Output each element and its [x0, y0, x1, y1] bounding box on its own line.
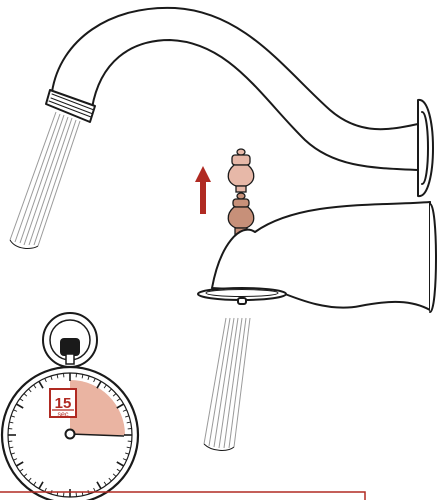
timer-tick: [116, 468, 121, 472]
timer-hand: [69, 433, 125, 437]
timer-tick: [126, 421, 131, 424]
timer-value: 15: [55, 395, 72, 412]
timer-tick: [9, 446, 14, 449]
stopwatch-icon: 15 sec: [0, 312, 140, 500]
timer-unit: sec: [58, 412, 69, 419]
timer-tick: [28, 477, 32, 482]
timer-label-box: [49, 388, 77, 418]
timer-tick: [33, 384, 37, 389]
timer-tick: [23, 473, 28, 477]
timer-tick: [50, 375, 53, 380]
timer-tick: [38, 380, 44, 389]
timer-tick: [15, 403, 24, 409]
timer-tick: [44, 378, 47, 383]
timer-tick: [87, 375, 90, 380]
timer-tick: [112, 473, 117, 477]
timer-tick: [28, 388, 32, 393]
timer-tick: [103, 384, 107, 389]
timer-tick: [10, 452, 15, 455]
timer-tick: [9, 421, 14, 424]
timer-tick: [125, 452, 130, 455]
caption-frame: [0, 491, 366, 500]
water-stream-lower: [203, 317, 251, 451]
timer-tick: [112, 393, 117, 397]
timer-tick: [116, 398, 121, 402]
diverter-knob-lifted: [227, 148, 255, 193]
timer-tick: [33, 481, 37, 486]
timer-tick: [116, 461, 125, 467]
timer-tick: [19, 468, 24, 472]
timer-tick: [10, 415, 15, 418]
timer-tick: [103, 481, 107, 486]
timer-tick: [122, 409, 127, 412]
timer-tick: [44, 487, 47, 492]
timer-tick: [13, 458, 18, 461]
timer-tick: [93, 378, 96, 383]
timer-tick: [122, 458, 127, 461]
timer-tick: [23, 393, 28, 397]
timer-tick: [108, 477, 112, 482]
timer-tick: [15, 461, 24, 467]
timer-elapsed-wedge: [70, 380, 125, 435]
up-arrow-icon: [195, 166, 211, 214]
timer-tick: [19, 398, 24, 402]
timer-tick: [96, 380, 102, 389]
timer-tick: [81, 374, 84, 379]
timer-tick: [96, 481, 102, 490]
timer-pivot: [64, 428, 76, 440]
timer-tick: [108, 388, 112, 393]
timer-tick: [125, 415, 130, 418]
timer-tick: [13, 409, 18, 412]
timer-tick: [56, 374, 59, 379]
timer-ticks: [8, 373, 132, 497]
tub-spout-icon: [197, 201, 437, 313]
faucet-spout-icon: [45, 6, 434, 197]
water-stream-upper: [9, 111, 81, 249]
timer-tick: [93, 487, 96, 492]
timer-tick: [116, 403, 125, 409]
timer-tick: [38, 481, 44, 490]
timer-tick: [126, 446, 131, 449]
